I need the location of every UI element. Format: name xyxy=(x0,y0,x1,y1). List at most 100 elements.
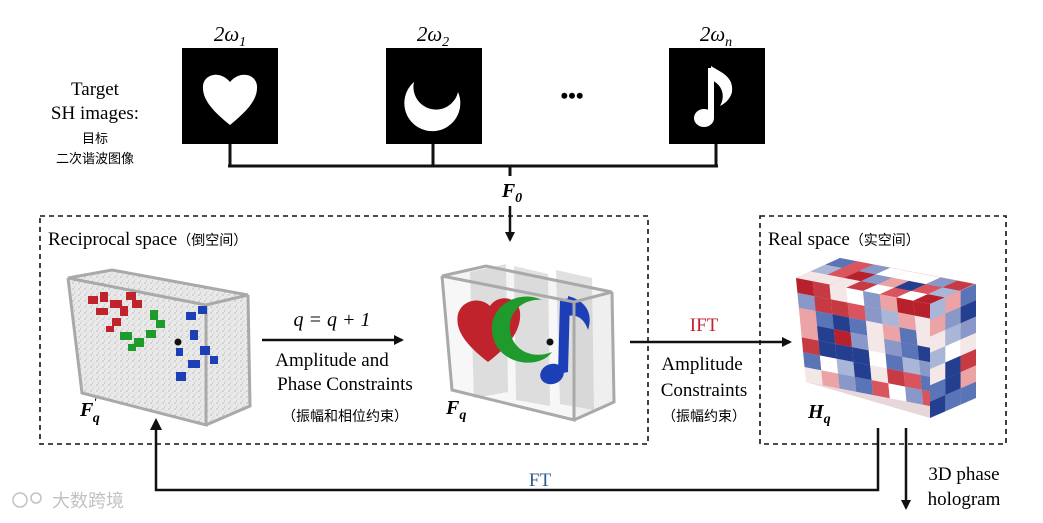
hologram-voxel xyxy=(796,278,815,297)
amp-line2: Constraints xyxy=(661,380,748,401)
hologram-voxel xyxy=(945,388,961,412)
noisy-red-heart xyxy=(88,292,142,332)
hologram-voxel xyxy=(913,294,945,304)
cube1-origin-dot xyxy=(174,338,182,346)
hologram-voxel xyxy=(846,281,878,291)
hologram-voxel xyxy=(836,358,855,377)
amp-line1: Amplitude xyxy=(661,354,742,375)
hologram-voxel xyxy=(894,280,926,291)
hologram-voxel xyxy=(835,343,854,363)
hologram-voxel xyxy=(812,274,845,285)
hologram-voxel xyxy=(882,323,901,343)
hologram-voxel xyxy=(821,370,840,389)
hologram-voxel xyxy=(863,284,895,295)
hologram-voxel xyxy=(960,316,976,340)
cube-fq xyxy=(440,264,616,422)
hologram-voxel xyxy=(838,373,857,392)
ellipsis: ••• xyxy=(560,83,583,108)
hologram-voxel xyxy=(945,290,961,314)
hologram-voxel xyxy=(830,299,850,318)
target-label-line1: Target xyxy=(71,79,120,100)
hologram-voxel xyxy=(892,271,924,281)
hologram-voxel xyxy=(801,337,820,356)
reciprocal-title: Reciprocal space（倒空间） xyxy=(48,229,247,250)
watermark-text: 大数跨境 xyxy=(52,491,124,512)
hologram-voxel xyxy=(819,355,839,374)
hologram-voxel xyxy=(815,310,834,330)
hologram-voxel xyxy=(867,335,886,354)
hologram-voxel xyxy=(844,271,876,282)
hologram-voxel xyxy=(927,287,960,298)
hologram-voxel xyxy=(884,338,903,357)
hologram-voxel xyxy=(914,315,933,334)
hologram-voxel xyxy=(847,302,866,321)
hologram-voxel xyxy=(803,352,822,371)
hologram-voxel xyxy=(800,322,819,341)
cube2-origin-dot xyxy=(546,338,554,346)
hologram-voxel xyxy=(797,292,816,311)
constraint-cn: （振幅和相位约束） xyxy=(282,409,408,425)
hologram-voxel xyxy=(930,297,946,321)
constraint-line1: Amplitude and xyxy=(275,350,389,371)
hologram-voxel xyxy=(945,323,961,347)
target-image-heart xyxy=(182,48,278,144)
crescent-shape xyxy=(404,82,461,132)
hologram-voxel xyxy=(960,284,976,307)
hologram-voxel xyxy=(903,371,922,390)
hologram-voxel xyxy=(818,340,837,359)
target-freq-n: 2ωn xyxy=(700,22,732,50)
iteration-label: q = q + 1 xyxy=(294,309,371,331)
ft-loop xyxy=(154,428,880,492)
hologram-voxel xyxy=(796,271,828,282)
reciprocal-space-box xyxy=(39,215,649,445)
hologram-voxel xyxy=(851,347,871,366)
hologram-voxel xyxy=(863,291,882,310)
hologram-voxel xyxy=(846,287,865,306)
amp-cn: （振幅约束） xyxy=(662,409,746,425)
target-label-cn2: 二次谐波图像 xyxy=(56,151,134,167)
hologram-voxel xyxy=(812,281,831,300)
hologram-voxel xyxy=(900,342,919,361)
hologram-voxel xyxy=(902,356,921,376)
hologram-voxel xyxy=(850,332,869,351)
hologram-voxel xyxy=(879,287,912,298)
hologram-voxel xyxy=(945,339,961,363)
target-image-music-note xyxy=(669,48,765,144)
hologram-voxel xyxy=(911,284,943,295)
hologram-voxel xyxy=(881,309,900,328)
hologram-voxel xyxy=(945,306,961,330)
hologram-voxel xyxy=(858,264,891,275)
ft-arrowhead xyxy=(150,418,162,430)
hologram-voxel xyxy=(897,312,917,331)
hologram-voxel xyxy=(930,395,946,418)
hologram-voxel xyxy=(833,329,852,348)
hologram-voxel xyxy=(832,314,851,333)
hologram-voxel xyxy=(925,277,958,288)
hologram-voxel xyxy=(930,378,946,402)
hologram-voxel xyxy=(930,329,946,353)
hologram-voxel xyxy=(798,307,818,326)
hologram-voxel xyxy=(905,386,924,405)
hologram-voxel xyxy=(825,258,857,268)
hologram-voxel xyxy=(886,368,906,387)
hologram-voxel xyxy=(871,380,890,399)
hologram-voxel xyxy=(853,362,872,381)
ift-label: IFT xyxy=(690,315,719,336)
hologram-voxel xyxy=(879,294,898,313)
hologram-voxel xyxy=(896,290,928,301)
output-line1: 3D phase xyxy=(928,464,999,485)
hologram-voxel xyxy=(868,350,887,369)
cube2-green-crescent xyxy=(491,296,552,363)
hologram-voxel xyxy=(804,367,823,386)
target-freq-1: 2ω1 xyxy=(214,22,246,50)
hologram-cube xyxy=(796,258,976,418)
hologram-voxel xyxy=(814,296,833,315)
hologram-voxel xyxy=(942,280,974,291)
ft-label: FT xyxy=(529,470,552,491)
hologram-voxel xyxy=(877,277,910,288)
hologram-voxel xyxy=(829,277,861,288)
hologram-voxel xyxy=(810,264,843,275)
target-bracket xyxy=(228,144,718,176)
hologram-voxel xyxy=(860,274,893,285)
